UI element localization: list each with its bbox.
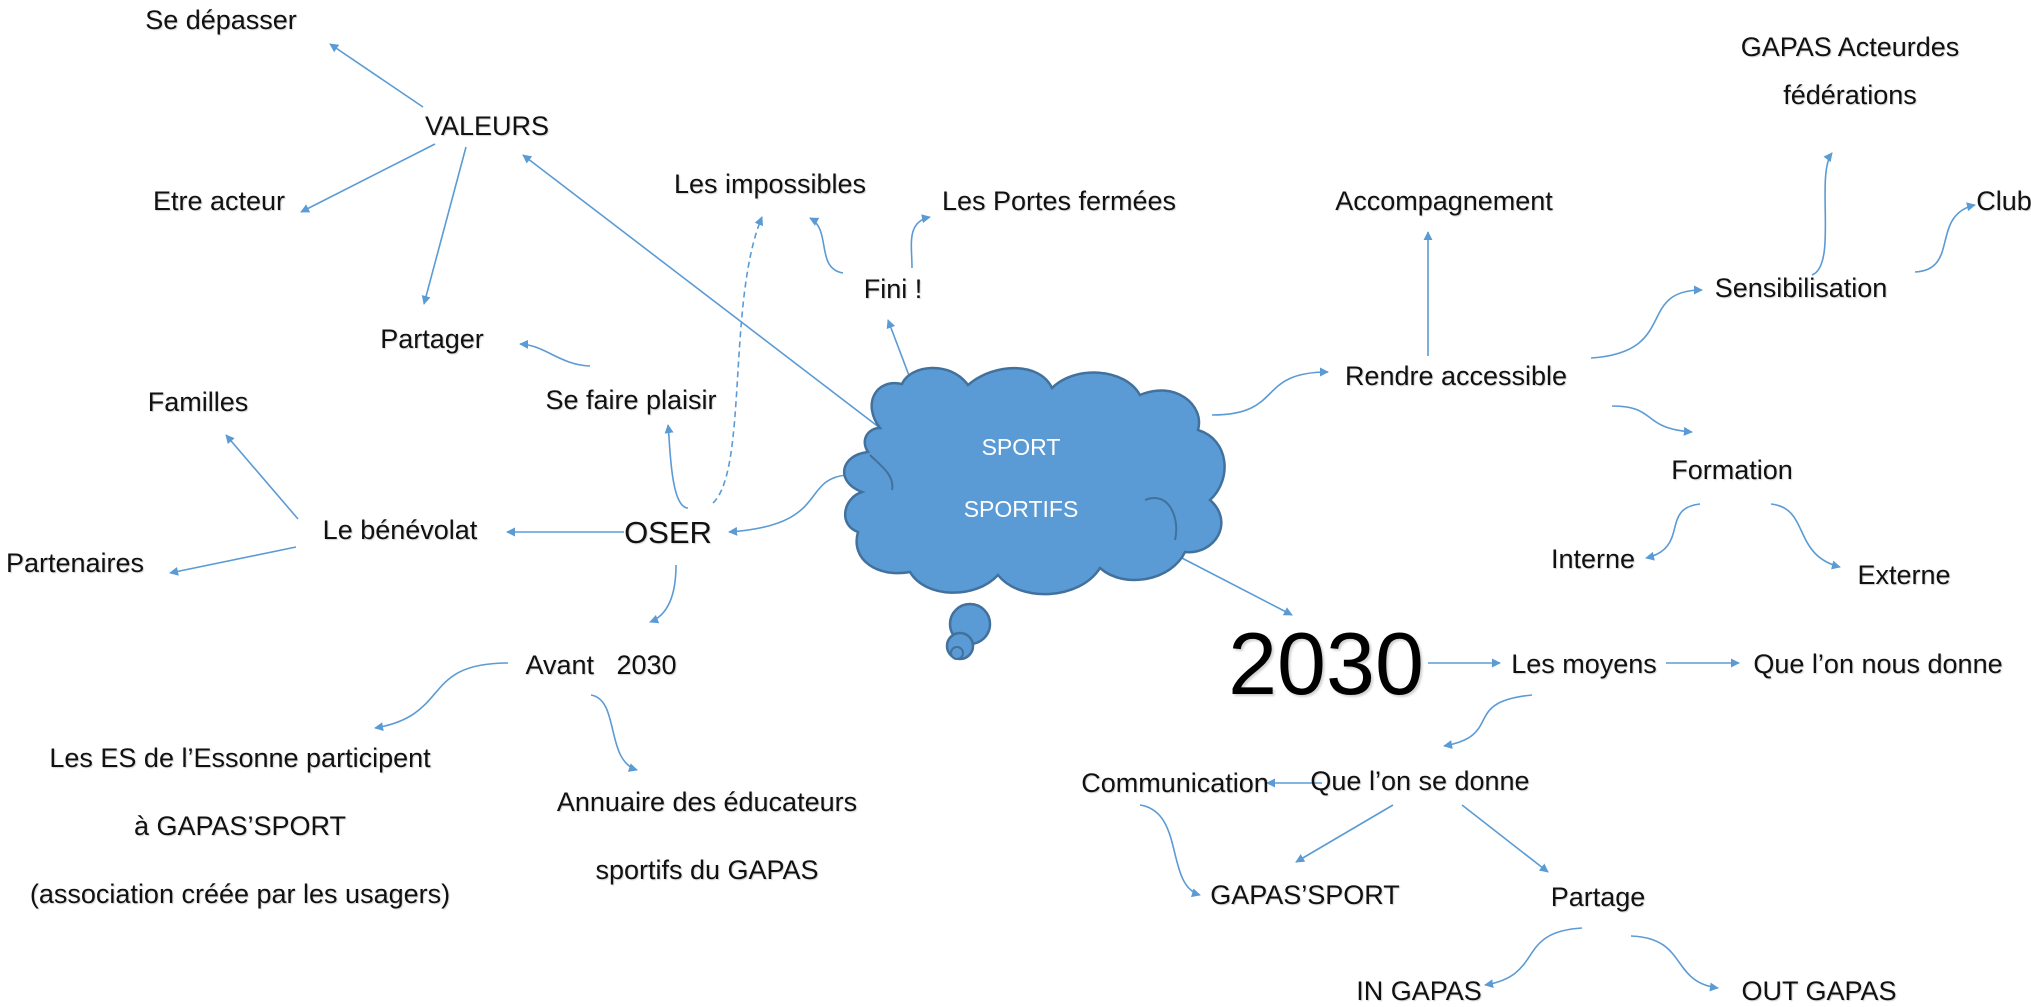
node-sensibilisation: Sensibilisation bbox=[1714, 273, 1888, 303]
node-formation: Formation bbox=[1671, 455, 1793, 485]
node-les-es-line: (association créée par les usagers) bbox=[29, 879, 451, 909]
arrow-rendre-accessible-sensibilisation bbox=[1590, 285, 1703, 359]
thought-cloud bbox=[843, 366, 1226, 661]
node-interne: Interne bbox=[1550, 544, 1636, 574]
arrow-fini-les-portes-fermees bbox=[910, 214, 931, 269]
node-gapas-acteurs-line: fédérations bbox=[1783, 80, 1917, 110]
node-annuaire-line: sportifs du GAPAS bbox=[595, 855, 819, 885]
arrow-cloud-2030 bbox=[1177, 555, 1293, 616]
node-familles: Familles bbox=[147, 387, 249, 417]
arrow-valeurs-etre-acteur bbox=[300, 143, 436, 213]
node-annuaire: Annuaire des éducateurs sportifs du GAPA… bbox=[557, 768, 857, 904]
node-les-impossibles: Les impossibles bbox=[673, 169, 867, 199]
arrow-fini-les-impossibles bbox=[809, 217, 844, 274]
arrow-oser-les-impossibles bbox=[712, 216, 764, 504]
thought-bubble-small bbox=[950, 646, 964, 660]
arrow-que-lon-se-donne-partage bbox=[1461, 804, 1549, 873]
node-2030: 2030 bbox=[1228, 614, 1424, 713]
node-annuaire-line: Annuaire des éducateurs bbox=[556, 787, 858, 817]
arrow-cloud-valeurs bbox=[522, 154, 881, 429]
arrow-benevolat-familles bbox=[225, 434, 299, 520]
arrow-cloud-oser bbox=[728, 474, 847, 536]
node-fini: Fini ! bbox=[863, 274, 923, 304]
arrow-oser-avant-2030 bbox=[649, 564, 677, 624]
node-les-es-line: Les ES de l’Essonne participent bbox=[49, 743, 431, 773]
node-se-faire-plaisir: Se faire plaisir bbox=[545, 385, 717, 415]
arrow-partage-out-gapas bbox=[1630, 935, 1719, 992]
arrow-partage-in-gapas bbox=[1484, 927, 1583, 989]
node-oser: OSER bbox=[624, 515, 712, 550]
connectors bbox=[169, 43, 1976, 992]
arrow-avant-2030-les-es bbox=[374, 662, 509, 732]
arrow-formation-externe bbox=[1770, 503, 1841, 570]
arrow-rendre-accessible-formation bbox=[1611, 405, 1693, 436]
node-gapas-sport: GAPAS’SPORT bbox=[1210, 880, 1400, 910]
node-etre-acteur: Etre acteur bbox=[152, 186, 286, 216]
node-se-depasser: Se dépasser bbox=[145, 5, 297, 35]
node-partager: Partager bbox=[380, 324, 484, 354]
arrow-les-moyens-que-lon-se-donne bbox=[1443, 694, 1533, 749]
node-communication: Communication bbox=[1081, 768, 1269, 798]
node-les-moyens: Les moyens bbox=[1511, 649, 1657, 679]
node-que-lon-nous-donne: Que l’on nous donne bbox=[1753, 649, 2003, 679]
cloud-inner-curve bbox=[869, 454, 894, 491]
arrow-valeurs-se-depasser bbox=[329, 43, 424, 108]
node-les-portes-fermees: Les Portes fermées bbox=[941, 186, 1177, 216]
node-out-gapas: OUT GAPAS bbox=[1741, 976, 1897, 1006]
arrow-benevolat-partenaires bbox=[169, 546, 297, 576]
node-club: Club bbox=[1976, 186, 2031, 216]
arrow-que-lon-se-donne-gapas-sport bbox=[1295, 804, 1394, 863]
arrow-sensibilisation-club bbox=[1914, 202, 1976, 273]
arrow-se-faire-plaisir-partager bbox=[519, 339, 591, 367]
node-les-es: Les ES de l’Essonne participent à GAPAS’… bbox=[30, 724, 450, 928]
node-les-es-line: à GAPAS’SPORT bbox=[133, 811, 347, 841]
node-accompagnement: Accompagnement bbox=[1335, 186, 1553, 216]
center-sportifs-label: SPORTIFS bbox=[963, 496, 1079, 522]
node-rendre-accessible: Rendre accessible bbox=[1344, 361, 1568, 391]
center-sport-label: SPORT bbox=[981, 434, 1061, 460]
cloud-inner-curve bbox=[1144, 497, 1178, 541]
node-gapas-acteurs: GAPAS Acteurdes fédérations bbox=[1741, 23, 1960, 119]
node-que-lon-se-donne: Que l’on se donne bbox=[1310, 766, 1530, 796]
node-externe: Externe bbox=[1857, 560, 1951, 590]
node-gapas-acteurs-line: GAPAS Acteurdes bbox=[1740, 32, 1960, 62]
node-partage: Partage bbox=[1550, 882, 1646, 912]
node-in-gapas: IN GAPAS bbox=[1356, 976, 1482, 1006]
arrow-sensibilisation-gapas-acteurs bbox=[1811, 152, 1833, 276]
node-partenaires: Partenaires bbox=[5, 548, 145, 578]
arrow-valeurs-partager bbox=[421, 146, 467, 305]
arrow-communication-gapas-sport bbox=[1139, 804, 1201, 898]
arrow-oser-se-faire-plaisir bbox=[664, 424, 689, 509]
arrow-avant-2030-annuaire bbox=[590, 694, 638, 772]
node-le-benevolat: Le bénévolat bbox=[322, 515, 478, 545]
arrow-formation-interne bbox=[1645, 503, 1701, 561]
arrow-cloud-rendre-accessible bbox=[1211, 367, 1329, 416]
node-valeurs: VALEURS bbox=[424, 111, 550, 141]
node-avant-2030: Avant 2030 bbox=[525, 650, 677, 680]
cloud-shape bbox=[843, 366, 1226, 596]
